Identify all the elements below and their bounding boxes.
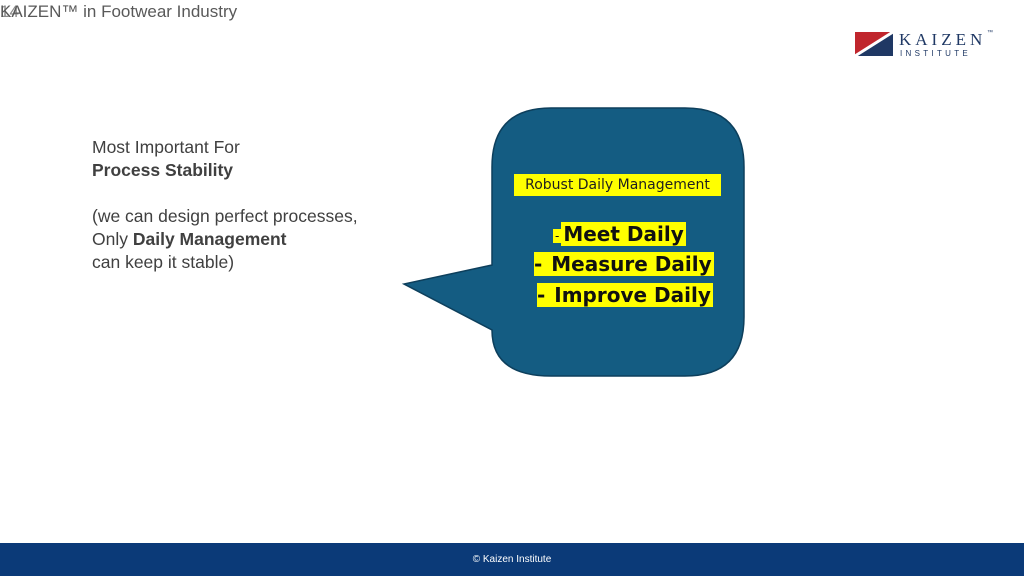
item-dash: - <box>553 228 562 243</box>
item-dash: - <box>537 283 553 307</box>
item-text: Meet Daily <box>561 222 686 246</box>
logo-brand: KAIZEN <box>899 30 987 49</box>
kaizen-flag-icon <box>855 32 893 56</box>
item-text: Improve Daily <box>552 283 713 307</box>
slide-title: KAIZEN™ in Footwear Industry <box>0 2 238 21</box>
bubble-item-meet-daily: -Meet Daily <box>553 222 686 246</box>
footer-copyright: © Kaizen Institute <box>472 554 552 565</box>
text-block: Most Important For Process Stability (we… <box>92 136 358 274</box>
slide-header: 14 KAIZEN™ in Footwear Industry <box>0 2 237 22</box>
logo-subtitle: INSTITUTE <box>900 49 972 58</box>
item-dash: - <box>534 252 550 276</box>
item-text: Measure Daily <box>549 252 714 276</box>
footer-bar: © Kaizen Institute <box>0 543 1024 576</box>
text-line-4-bold: Daily Management <box>132 229 287 249</box>
text-line-5: can keep it stable) <box>92 252 235 272</box>
text-line-4-prefix: Only <box>92 229 133 249</box>
bubble-subtitle: Robust Daily Management <box>514 174 721 196</box>
text-line-1: Most Important For <box>92 137 240 157</box>
kaizen-institute-logo: KAIZEN ™ INSTITUTE <box>855 30 995 60</box>
logo-trademark: ™ <box>987 30 993 36</box>
text-line-2: Process Stability <box>92 160 234 180</box>
text-line-4: Only Daily Management <box>92 228 358 251</box>
slide-number: 14 <box>0 2 19 21</box>
bubble-item-measure-daily: - Measure Daily <box>534 252 714 276</box>
text-line-3: (we can design perfect processes, <box>92 206 358 226</box>
bubble-item-improve-daily: - Improve Daily <box>537 283 713 307</box>
